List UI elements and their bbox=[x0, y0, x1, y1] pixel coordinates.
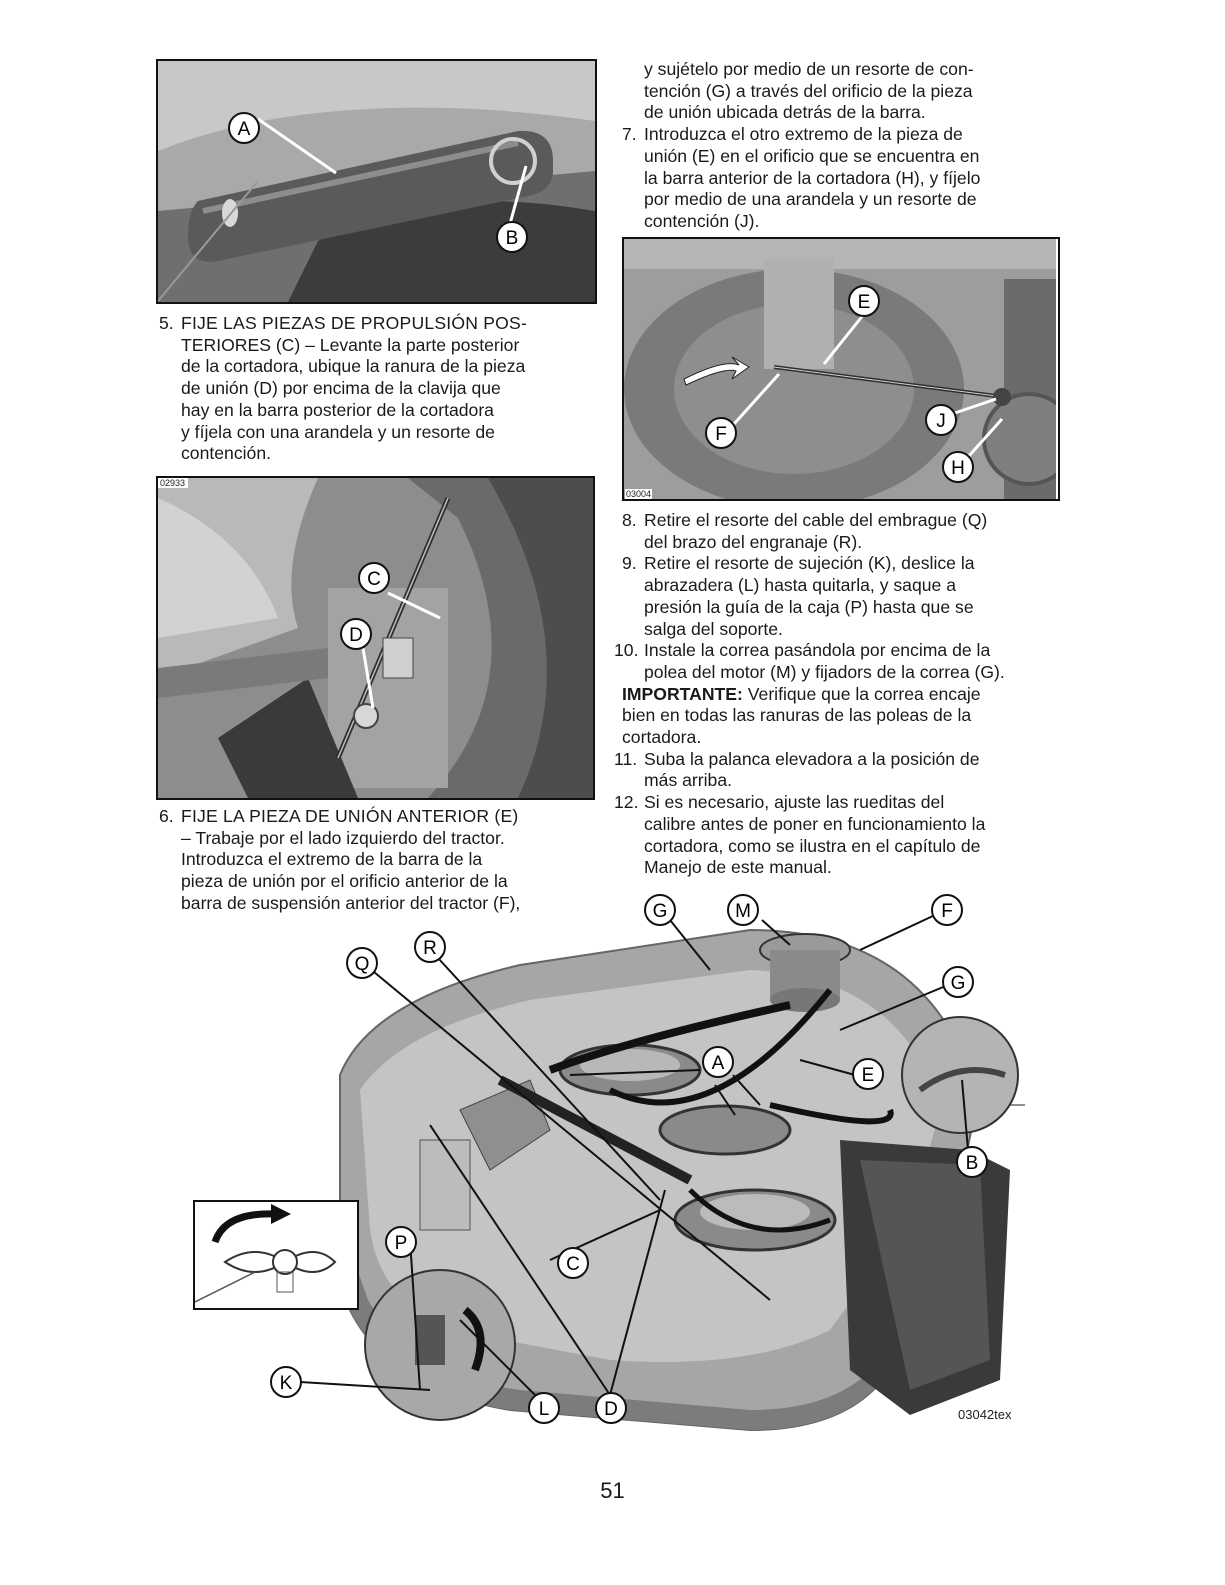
step-7-text: Introduzca el otro extremo de la pieza d… bbox=[644, 124, 981, 231]
callout-l: L bbox=[539, 1399, 550, 1420]
step-12-text: Si es necesario, ajuste las rueditas del… bbox=[644, 792, 986, 878]
step-6: 6. FIJE LA PIEZA DE UNIÓN ANTERIOR (E) –… bbox=[159, 806, 599, 915]
callout-g-right: G bbox=[951, 973, 966, 994]
callout-d: D bbox=[349, 625, 363, 646]
callout-b-deck: B bbox=[966, 1153, 979, 1174]
callout-c-deck: C bbox=[566, 1254, 580, 1275]
step-8-number: 8. bbox=[622, 510, 637, 530]
figure-3-code: 03004 bbox=[625, 489, 653, 499]
callout-a: A bbox=[238, 119, 251, 140]
figure-mower-deck-diagram: Q R G M F G A E B P C K L D bbox=[270, 894, 1025, 1432]
step-5-text: FIJE LAS PIEZAS DE PROPULSIÓN POS- TERIO… bbox=[181, 313, 528, 464]
step-11-number: 11. bbox=[614, 748, 638, 769]
callout-a-deck: A bbox=[712, 1053, 725, 1074]
figure-clip-inset bbox=[193, 1200, 359, 1310]
step-10-text: Instale la correa pasándola por encima d… bbox=[644, 640, 1005, 682]
step-9-number: 9. bbox=[622, 553, 637, 574]
callout-q: Q bbox=[355, 954, 370, 975]
step-10-number: 10. bbox=[614, 640, 639, 661]
figure-mower-rear-bar-photo: A B bbox=[156, 59, 597, 304]
step-6-number: 6. bbox=[159, 806, 174, 826]
callout-g-top: G bbox=[653, 901, 668, 922]
callout-j: J bbox=[936, 411, 946, 432]
figure-3-illustration: E F J H bbox=[624, 239, 1058, 499]
step-7-number: 7. bbox=[622, 124, 637, 145]
callout-c: C bbox=[367, 569, 381, 590]
callout-e: E bbox=[858, 292, 871, 313]
figure-front-link-photo: E F J H 03004 bbox=[622, 237, 1060, 501]
callout-f-deck: F bbox=[941, 901, 953, 922]
callout-b: B bbox=[506, 228, 519, 249]
callout-p: P bbox=[395, 1233, 408, 1254]
callout-m: M bbox=[735, 901, 751, 922]
figure-rear-drive-link-photo: C D 02933 bbox=[156, 476, 595, 800]
clip-illustration bbox=[195, 1204, 337, 1303]
figure-2-code: 02933 bbox=[159, 478, 187, 488]
step-12-number: 12. bbox=[614, 792, 639, 813]
callout-e-deck: E bbox=[862, 1065, 875, 1086]
step-5: 5. FIJE LAS PIEZAS DE PROPULSIÓN POS- TE… bbox=[159, 313, 599, 465]
figure-1-illustration: A B bbox=[158, 61, 595, 302]
callout-r: R bbox=[423, 938, 437, 959]
step-6-text: FIJE LA PIEZA DE UNIÓN ANTERIOR (E) – Tr… bbox=[181, 806, 521, 913]
step-8-text: Retire el resorte del cable del embrague… bbox=[644, 510, 988, 552]
step-6-continued: y sujételo por medio de un resorte de co… bbox=[622, 59, 1062, 233]
important-note: IMPORTANTE: Verifique que la correa enca… bbox=[622, 683, 981, 748]
figure-2-illustration: C D bbox=[158, 478, 593, 798]
steps-8-to-12: 8. Retire el resorte del cable del embra… bbox=[614, 510, 1066, 879]
page-number: 51 bbox=[600, 1478, 625, 1503]
important-label: IMPORTANTE: bbox=[622, 683, 743, 704]
step-6-continued-text: y sujételo por medio de un resorte de co… bbox=[644, 59, 974, 123]
step-9-text: Retire el resorte de sujeción (K), desli… bbox=[644, 553, 975, 639]
callout-d-deck: D bbox=[604, 1399, 618, 1420]
callout-h: H bbox=[951, 458, 965, 479]
step-11-text: Suba la palanca elevadora a la posición … bbox=[644, 748, 980, 791]
callout-k: K bbox=[280, 1373, 293, 1394]
step-5-number: 5. bbox=[159, 313, 174, 333]
callout-f: F bbox=[715, 424, 727, 445]
figure-4-code: 03042tex bbox=[958, 1407, 1012, 1422]
